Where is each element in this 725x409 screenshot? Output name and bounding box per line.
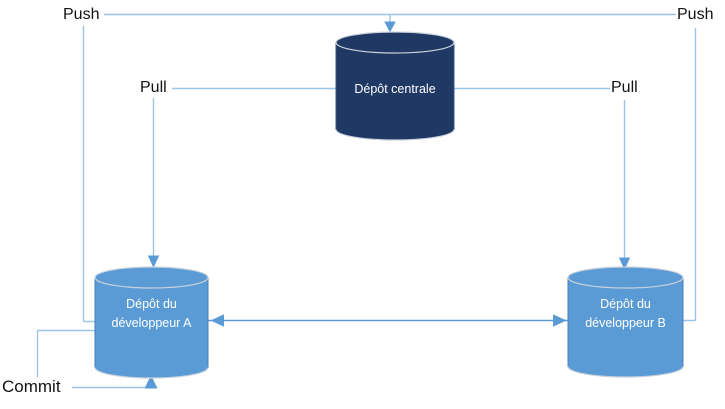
pull-right-label: Pull <box>611 79 638 96</box>
arrowhead-into-a-right <box>210 314 224 327</box>
dev-a-repo-label: Dépôt du développeur A <box>111 297 192 330</box>
node-central-repo <box>335 31 455 141</box>
push-right-label: Push <box>677 6 714 23</box>
central-cylinder-body <box>336 42 454 130</box>
connector-lines <box>36 13 697 389</box>
arrowhead-into-a-bottom <box>144 375 158 389</box>
central-cylinder-top <box>335 31 455 54</box>
central-repo-label: Dépôt centrale <box>354 82 436 96</box>
node-dev-b-repo <box>567 266 684 378</box>
push-left-label: Push <box>63 6 100 23</box>
dev-b-cylinder-top <box>567 266 684 289</box>
dev-b-cylinder-body <box>568 277 683 367</box>
pull-left-label: Pull <box>140 79 167 96</box>
dev-b-repo-label: Dépôt du développeur B <box>585 297 666 330</box>
arrowhead-into-a-top <box>147 255 160 268</box>
dev-a-cylinder-top <box>94 266 209 289</box>
arrowhead-into-b-left <box>553 314 567 327</box>
dev-a-cylinder-body <box>95 277 208 368</box>
arrowheads <box>144 21 631 389</box>
commit-label: Commit <box>2 377 61 396</box>
arrowhead-into-b-top <box>618 257 631 270</box>
node-dev-a-repo <box>94 266 209 379</box>
arrowhead-into-central-top <box>384 21 396 33</box>
